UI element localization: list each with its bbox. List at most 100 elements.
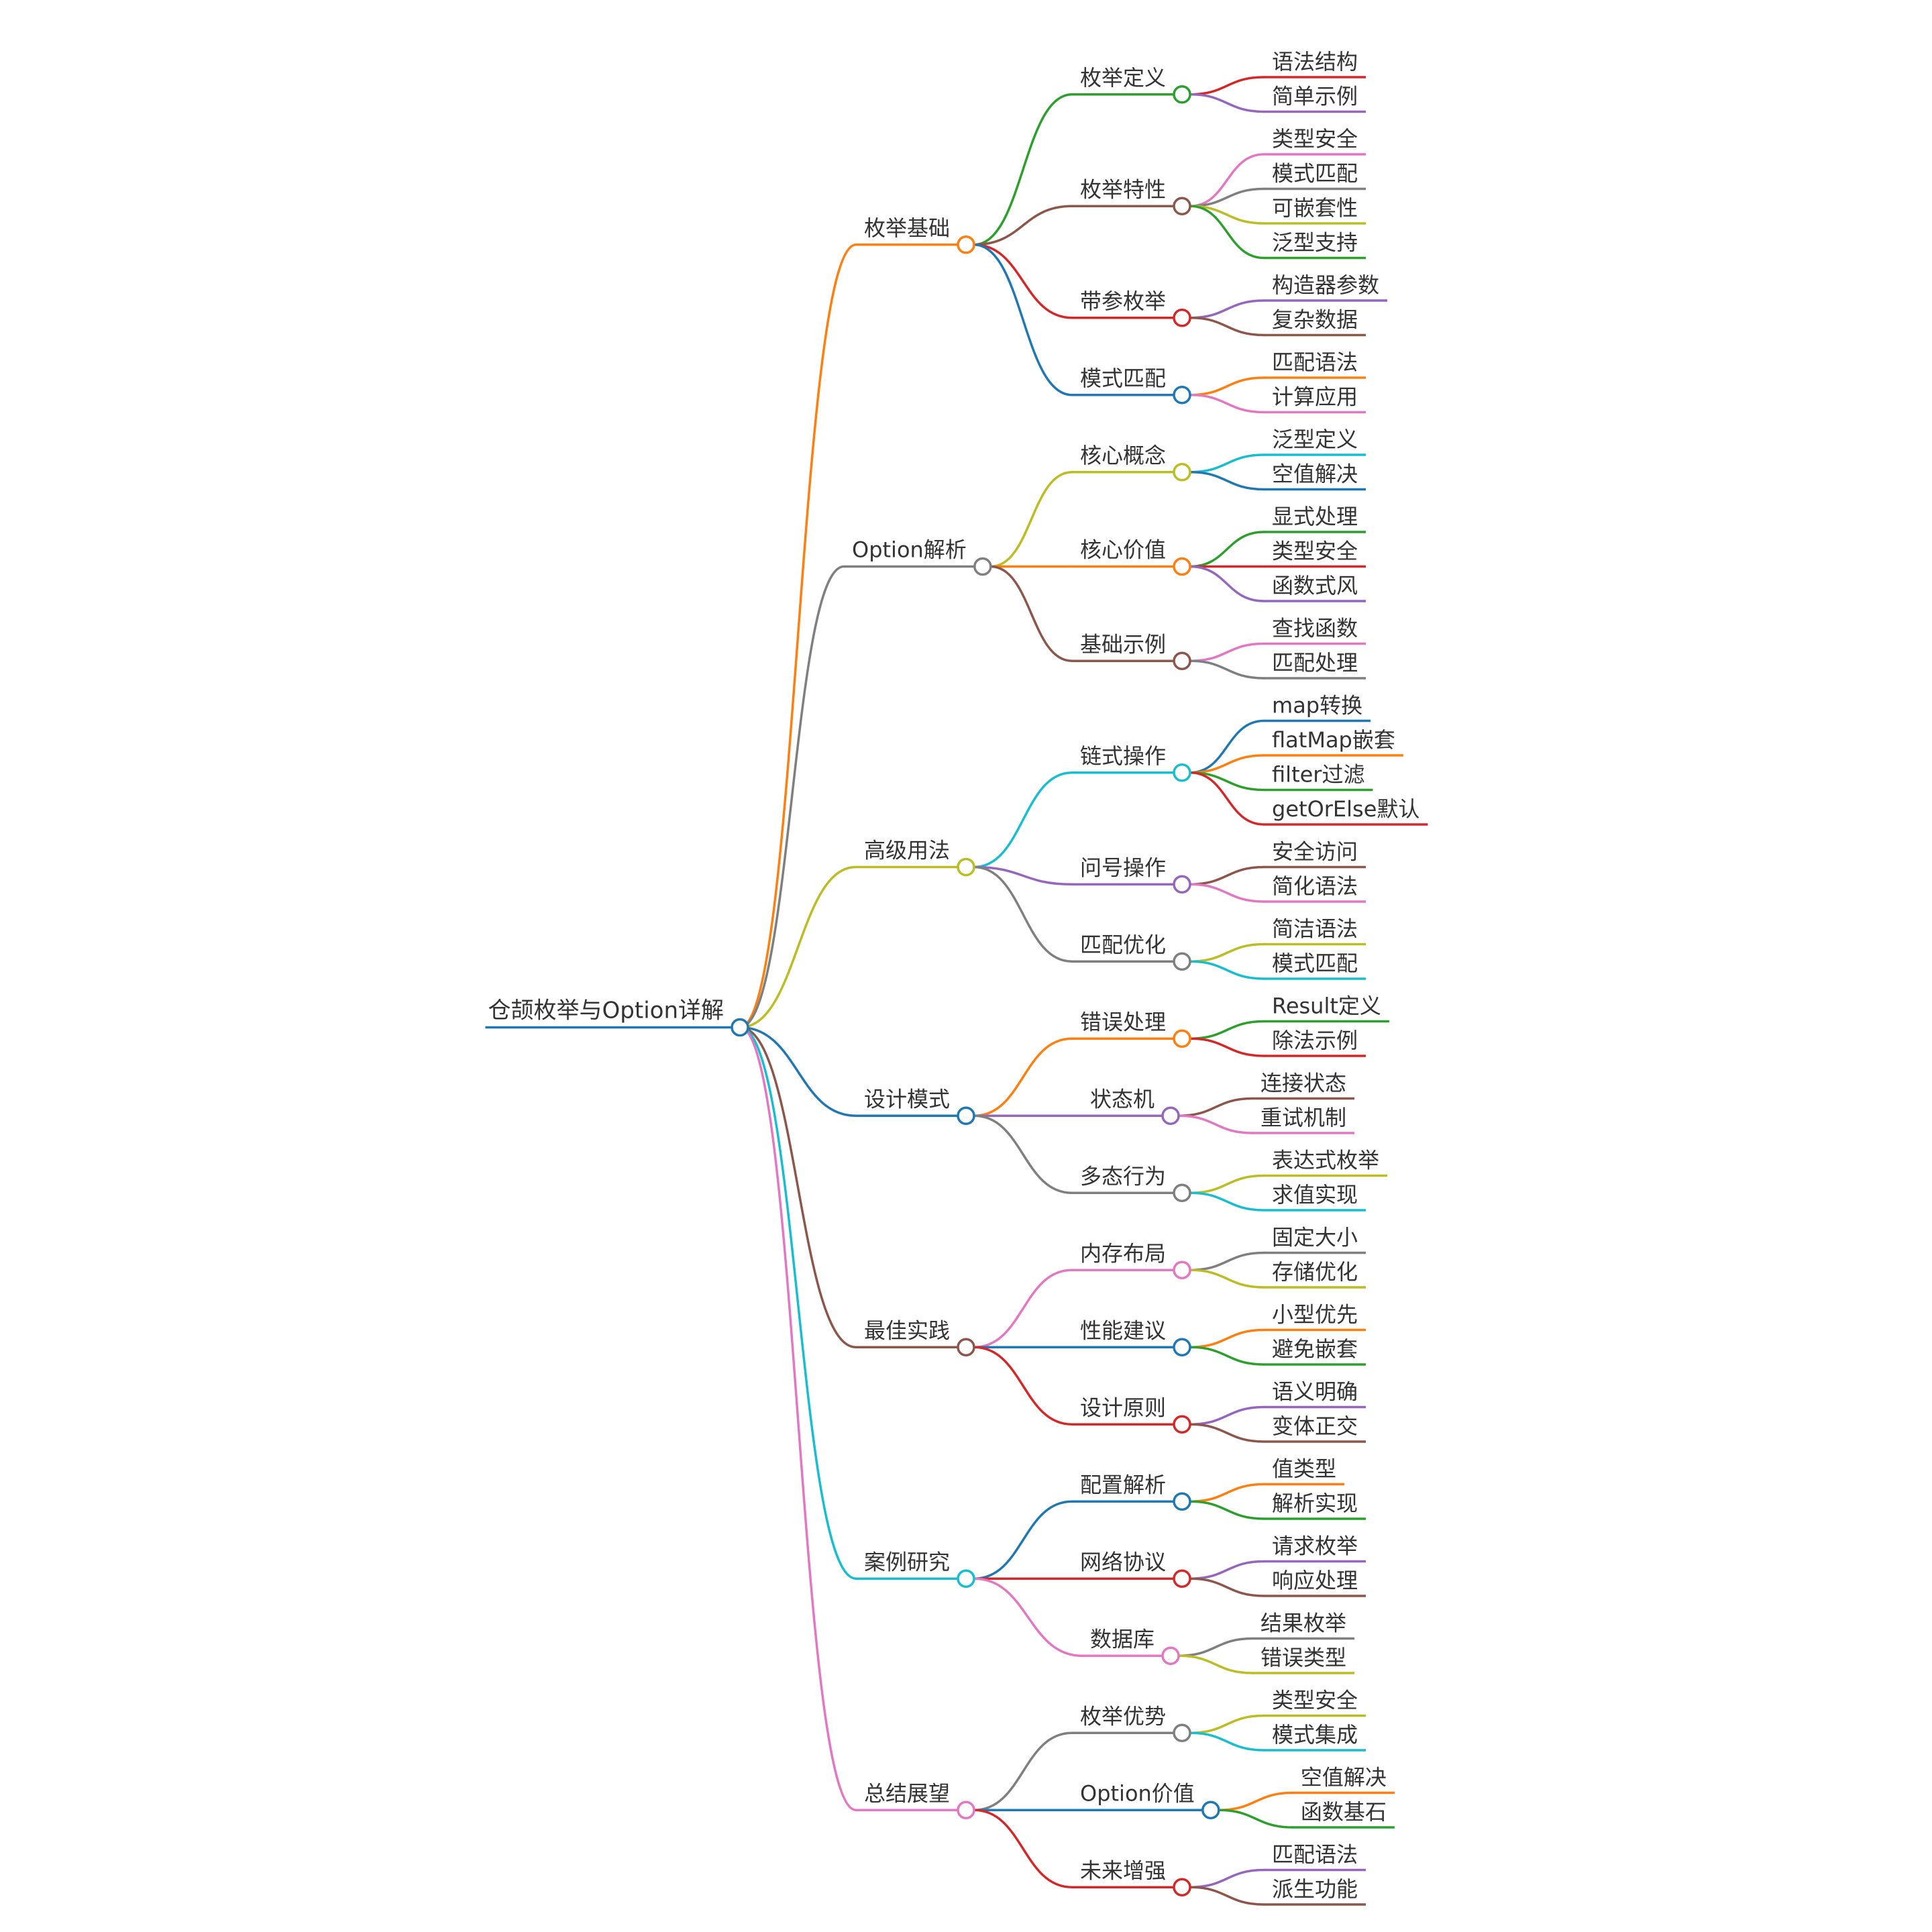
leaf-topic[interactable]: 计算应用 (1272, 384, 1358, 410)
subtopic-toggle-4-1[interactable] (1173, 1338, 1191, 1356)
subtopic-toggle-1-2[interactable] (1173, 651, 1191, 670)
branch-toggle-3[interactable] (957, 1106, 975, 1125)
root-toggle[interactable] (731, 1018, 749, 1037)
leaf-topic[interactable]: 构造器参数 (1272, 272, 1379, 298)
leaf-topic[interactable]: 匹配处理 (1272, 650, 1358, 676)
subtopic[interactable]: 错误处理 (1080, 1009, 1166, 1034)
root-topic[interactable]: 仓颉枚举与Option详解 (488, 998, 724, 1024)
leaf-topic[interactable]: 请求枚举 (1272, 1534, 1358, 1559)
leaf-topic[interactable]: 查找函数 (1272, 616, 1358, 641)
subtopic[interactable]: 未来增强 (1080, 1858, 1166, 1883)
subtopic[interactable]: 问号操作 (1080, 855, 1166, 880)
subtopic[interactable]: 基础示例 (1080, 631, 1166, 657)
subtopic[interactable]: 枚举特性 (1080, 176, 1166, 202)
branch-topic[interactable]: 总结展望 (864, 1780, 950, 1806)
leaf-topic[interactable]: 复杂数据 (1272, 307, 1358, 333)
branch-toggle-6[interactable] (957, 1801, 975, 1819)
leaf-topic[interactable]: 语法结构 (1272, 49, 1358, 74)
leaf-topic[interactable]: 求值实现 (1272, 1182, 1358, 1208)
branch-toggle-1[interactable] (973, 557, 992, 576)
subtopic[interactable]: 枚举定义 (1080, 65, 1166, 91)
branch-topic[interactable]: 最佳实践 (864, 1318, 950, 1343)
leaf-topic[interactable]: 语义明确 (1272, 1379, 1358, 1405)
subtopic-toggle-6-2[interactable] (1173, 1878, 1191, 1896)
subtopic-toggle-6-1[interactable] (1201, 1801, 1220, 1819)
branch-topic[interactable]: Option解析 (852, 537, 967, 563)
subtopic[interactable]: 链式操作 (1080, 743, 1166, 769)
leaf-topic[interactable]: 模式匹配 (1272, 161, 1358, 186)
subtopic-toggle-3-2[interactable] (1173, 1183, 1191, 1202)
branch-toggle-5[interactable] (957, 1569, 975, 1588)
leaf-topic[interactable]: 类型安全 (1272, 539, 1358, 564)
subtopic[interactable]: 模式匹配 (1080, 366, 1166, 391)
leaf-topic[interactable]: 简洁语法 (1272, 916, 1358, 942)
subtopic-toggle-3-1[interactable] (1161, 1106, 1180, 1125)
subtopic-toggle-4-0[interactable] (1173, 1260, 1191, 1279)
leaf-topic[interactable]: 重试机制 (1260, 1105, 1346, 1130)
subtopic-toggle-6-0[interactable] (1173, 1723, 1191, 1742)
leaf-topic[interactable]: 错误类型 (1260, 1645, 1346, 1670)
leaf-topic[interactable]: 匹配语法 (1272, 350, 1358, 375)
leaf-topic[interactable]: filter过滤 (1272, 762, 1364, 788)
leaf-topic[interactable]: 安全访问 (1272, 839, 1358, 865)
leaf-topic[interactable]: 函数式风 (1272, 573, 1358, 598)
leaf-topic[interactable]: 模式集成 (1272, 1722, 1358, 1748)
subtopic-toggle-5-2[interactable] (1161, 1646, 1180, 1665)
subtopic[interactable]: 核心概念 (1080, 443, 1166, 468)
leaf-topic[interactable]: 类型安全 (1272, 126, 1358, 152)
branch-toggle-0[interactable] (957, 235, 975, 254)
leaf-topic[interactable]: 派生功能 (1272, 1876, 1358, 1902)
subtopic-toggle-2-2[interactable] (1173, 952, 1191, 971)
subtopic-toggle-0-3[interactable] (1173, 386, 1191, 405)
subtopic-toggle-1-1[interactable] (1173, 557, 1191, 576)
subtopic-toggle-1-0[interactable] (1173, 463, 1191, 482)
subtopic[interactable]: 状态机 (1090, 1086, 1155, 1112)
leaf-topic[interactable]: 泛型支持 (1272, 230, 1358, 256)
branch-toggle-4[interactable] (957, 1338, 975, 1356)
leaf-topic[interactable]: 解析实现 (1272, 1491, 1358, 1516)
leaf-topic[interactable]: 可嵌套性 (1272, 195, 1358, 221)
leaf-topic[interactable]: 显式处理 (1272, 504, 1358, 529)
subtopic[interactable]: 多态行为 (1080, 1163, 1166, 1189)
subtopic[interactable]: 带参枚举 (1080, 288, 1166, 314)
leaf-topic[interactable]: 表达式枚举 (1272, 1148, 1379, 1173)
subtopic[interactable]: 网络协议 (1080, 1549, 1166, 1574)
leaf-topic[interactable]: 泛型定义 (1272, 427, 1358, 452)
leaf-topic[interactable]: 模式匹配 (1272, 951, 1358, 976)
leaf-topic[interactable]: 空值解决 (1272, 462, 1358, 487)
leaf-topic[interactable]: 小型优先 (1272, 1302, 1358, 1328)
leaf-topic[interactable]: 避免嵌套 (1272, 1336, 1358, 1362)
subtopic-toggle-0-2[interactable] (1173, 309, 1191, 327)
subtopic[interactable]: 设计原则 (1080, 1395, 1166, 1420)
branch-topic[interactable]: 案例研究 (864, 1549, 950, 1574)
leaf-topic[interactable]: 变体正交 (1272, 1413, 1358, 1439)
subtopic[interactable]: 性能建议 (1080, 1318, 1166, 1343)
subtopic[interactable]: 枚举优势 (1080, 1703, 1166, 1729)
subtopic[interactable]: 数据库 (1090, 1626, 1155, 1652)
subtopic-toggle-0-1[interactable] (1173, 197, 1191, 215)
leaf-topic[interactable]: 固定大小 (1272, 1225, 1358, 1250)
leaf-topic[interactable]: flatMap嵌套 (1272, 727, 1395, 753)
branch-topic[interactable]: 枚举基础 (864, 215, 950, 241)
subtopic-toggle-0-0[interactable] (1173, 85, 1191, 104)
subtopic-toggle-5-1[interactable] (1173, 1569, 1191, 1588)
leaf-topic[interactable]: 简单示例 (1272, 84, 1358, 109)
leaf-topic[interactable]: 简化语法 (1272, 873, 1358, 899)
subtopic[interactable]: 匹配优化 (1080, 932, 1166, 957)
leaf-topic[interactable]: Result定义 (1272, 994, 1381, 1019)
subtopic-toggle-2-1[interactable] (1173, 875, 1191, 894)
leaf-topic[interactable]: 空值解决 (1301, 1765, 1387, 1790)
branch-toggle-2[interactable] (957, 857, 975, 877)
subtopic[interactable]: 配置解析 (1080, 1472, 1166, 1497)
leaf-topic[interactable]: 除法示例 (1272, 1028, 1358, 1053)
leaf-topic[interactable]: 存储优化 (1272, 1259, 1358, 1285)
subtopic[interactable]: 核心价值 (1080, 537, 1166, 563)
leaf-topic[interactable]: 连接状态 (1260, 1071, 1346, 1096)
subtopic-toggle-5-0[interactable] (1173, 1492, 1191, 1511)
leaf-topic[interactable]: 响应处理 (1272, 1568, 1358, 1593)
subtopic[interactable]: 内存布局 (1080, 1240, 1166, 1266)
subtopic-toggle-2-0[interactable] (1173, 763, 1191, 782)
leaf-topic[interactable]: 匹配语法 (1272, 1842, 1358, 1868)
subtopic-toggle-4-2[interactable] (1173, 1415, 1191, 1434)
leaf-topic[interactable]: 类型安全 (1272, 1688, 1358, 1713)
